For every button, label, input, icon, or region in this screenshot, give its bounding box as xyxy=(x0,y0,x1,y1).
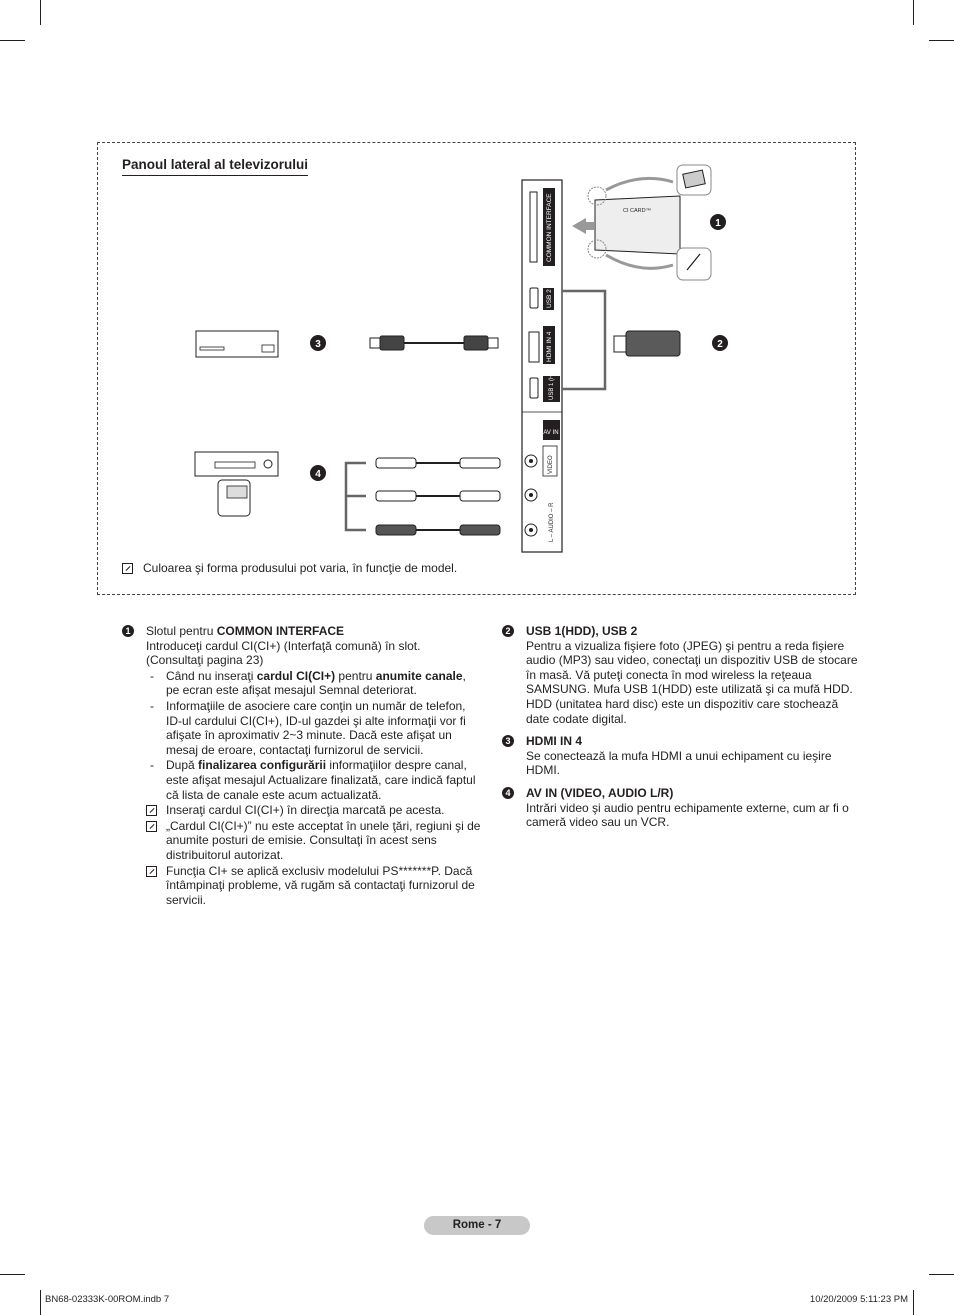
port-label-video: VIDEO xyxy=(548,455,554,474)
section-body: Intrări video şi audio pentru echipament… xyxy=(526,800,849,830)
crop-mark xyxy=(929,40,954,41)
section-number: 1 xyxy=(122,625,134,637)
usb-stick-plug xyxy=(613,335,627,353)
section-common-interface: 1 Slotul pentru COMMON INTERFACE Introdu… xyxy=(122,624,482,907)
usb-stick xyxy=(625,330,681,357)
ci-card-label: CI CARD™ xyxy=(623,208,651,214)
footer-date: 10/20/2009 5:11:23 PM xyxy=(809,1294,908,1305)
section-title: Slotul pentru COMMON INTERFACE xyxy=(146,624,345,638)
ci-label-box xyxy=(543,188,555,266)
side-panel-box xyxy=(97,142,856,595)
section-number: 4 xyxy=(502,786,514,799)
note-item: Funcţia CI+ se aplică exclusiv modelului… xyxy=(146,864,482,908)
crop-mark xyxy=(0,40,25,41)
panel-title: Panoul lateral al televizorului xyxy=(122,157,309,176)
av-cable-audio-left xyxy=(375,490,501,502)
ci-card xyxy=(594,195,681,255)
section-title: USB 1(HDD), USB 2 xyxy=(526,624,638,638)
callout-3 xyxy=(310,335,326,351)
svg-text:4: 4 xyxy=(315,469,321,480)
panel-note-text: Culoarea şi forma produsului pot varia, … xyxy=(143,561,458,575)
section-hdmi: 3 HDMI IN 4 Se conectează la mufa HDMI a… xyxy=(502,734,862,778)
svg-text:3: 3 xyxy=(315,339,321,350)
section-title: AV IN (VIDEO, AUDIO L/R) xyxy=(526,785,674,800)
dash-item: Informaţiile de asociere care conţin un … xyxy=(146,699,482,757)
note-item: Inseraţi cardul CI(CI+) în direcţia marc… xyxy=(146,803,482,818)
footer-file: BN68-02333K-00ROM.indb 7 xyxy=(45,1294,170,1305)
port-label-hdmi: HDMI IN 4 xyxy=(546,331,553,362)
crop-mark xyxy=(913,1290,914,1315)
usb1-label-box xyxy=(543,376,560,402)
usb2-port xyxy=(529,287,539,309)
section-title: HDMI IN 4 xyxy=(526,734,583,749)
insert-arrow xyxy=(572,218,586,234)
section-body: Se conectează la mufa HDMI a unui echipa… xyxy=(526,748,832,778)
port-label-audio: L – AUDIO – R xyxy=(549,502,555,542)
port-label-usb2: USB 2 xyxy=(546,289,553,308)
av-in-label-box xyxy=(543,420,560,440)
port-label-av-in: AV IN xyxy=(543,430,558,436)
bd-player xyxy=(195,330,279,358)
section-usb: 2 USB 1(HDD), USB 2 Pentru a vizualiza f… xyxy=(502,624,862,726)
port-label-ci: COMMON INTERFACE xyxy=(546,193,553,262)
note-icon xyxy=(146,865,157,877)
crop-mark xyxy=(0,1274,25,1275)
dash-item: După finalizarea configurării informaţii… xyxy=(146,758,482,802)
crop-mark xyxy=(40,0,41,25)
right-column: 2 USB 1(HDD), USB 2 Pentru a vizualiza f… xyxy=(502,624,862,836)
note-icon xyxy=(146,820,157,832)
callout-1 xyxy=(710,214,726,230)
page-number: Rome - 7 xyxy=(424,1216,530,1235)
svg-text:1: 1 xyxy=(715,218,721,229)
section-number: 2 xyxy=(502,625,514,637)
section-body: Pentru a vizualiza fişiere foto (JPEG) ş… xyxy=(526,638,858,726)
hdmi-port xyxy=(528,331,540,363)
crop-mark xyxy=(913,0,914,25)
av-cable-audio-right xyxy=(375,524,501,536)
port-label-usb1: USB 1 (HDD) xyxy=(549,364,555,400)
callout-4 xyxy=(310,465,326,481)
callout-2 xyxy=(712,335,728,351)
section-number: 3 xyxy=(502,735,514,748)
hdmi-label-box xyxy=(543,326,555,364)
ci-slot xyxy=(529,191,538,263)
usb2-label-box xyxy=(543,288,554,310)
note-icon xyxy=(122,562,133,574)
connection-diagram: COMMON INTERFACE USB 2 HDMI IN 4 USB 1 (… xyxy=(194,164,728,553)
note-item: „Cardul CI(CI+)” nu este acceptat în une… xyxy=(146,819,482,863)
svg-text:2: 2 xyxy=(717,339,723,350)
section-av-in: 4 AV IN (VIDEO, AUDIO L/R) Intrări video… xyxy=(502,786,862,830)
crop-mark xyxy=(929,1274,954,1275)
crop-mark xyxy=(40,1290,41,1315)
note-icon xyxy=(146,805,157,817)
av-cable-video xyxy=(375,457,501,469)
left-column: 1 Slotul pentru COMMON INTERFACE Introdu… xyxy=(122,624,482,913)
dash-item: Când nu inseraţi cardul CI(CI+) pentru a… xyxy=(146,669,482,698)
panel-note: Culoarea şi forma produsului pot varia, … xyxy=(122,561,457,575)
section-line: (Consultaţi pagina 23) xyxy=(146,653,264,668)
usb1-port xyxy=(529,377,539,399)
hdmi-plug-right xyxy=(487,337,499,349)
section-line: Introduceţi cardul CI(CI+) (Interfaţă co… xyxy=(146,638,421,653)
hdmi-plug-left xyxy=(369,337,381,349)
